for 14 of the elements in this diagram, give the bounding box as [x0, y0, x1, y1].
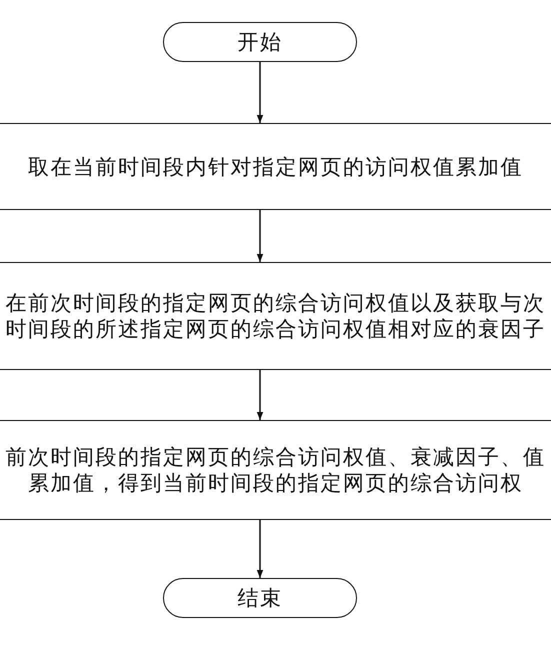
step-text: 结束: [238, 585, 282, 611]
arrow: [256, 210, 264, 262]
arrow: [256, 370, 264, 420]
step-text: 在前次时间段的指定网页的综合访问权值以及获取与次时间段的所述指定网页的综合访问权值相对应的衰因子: [5, 290, 546, 342]
step-text: 开始: [238, 29, 282, 55]
terminal-box: [163, 22, 357, 62]
step-text: 取在当前时间段内针对指定网页的访问权值累加值: [28, 154, 523, 180]
arrow: [256, 62, 264, 123]
process-box: [0, 420, 551, 520]
process-box: [0, 123, 551, 210]
terminal-box: [163, 578, 357, 618]
step-text: 前次时间段的指定网页的综合访问权值、衰减因子、值累加值，得到当前时间段的指定网页的综合访问权: [5, 444, 546, 496]
process-box: [0, 262, 551, 370]
arrow: [256, 520, 264, 578]
